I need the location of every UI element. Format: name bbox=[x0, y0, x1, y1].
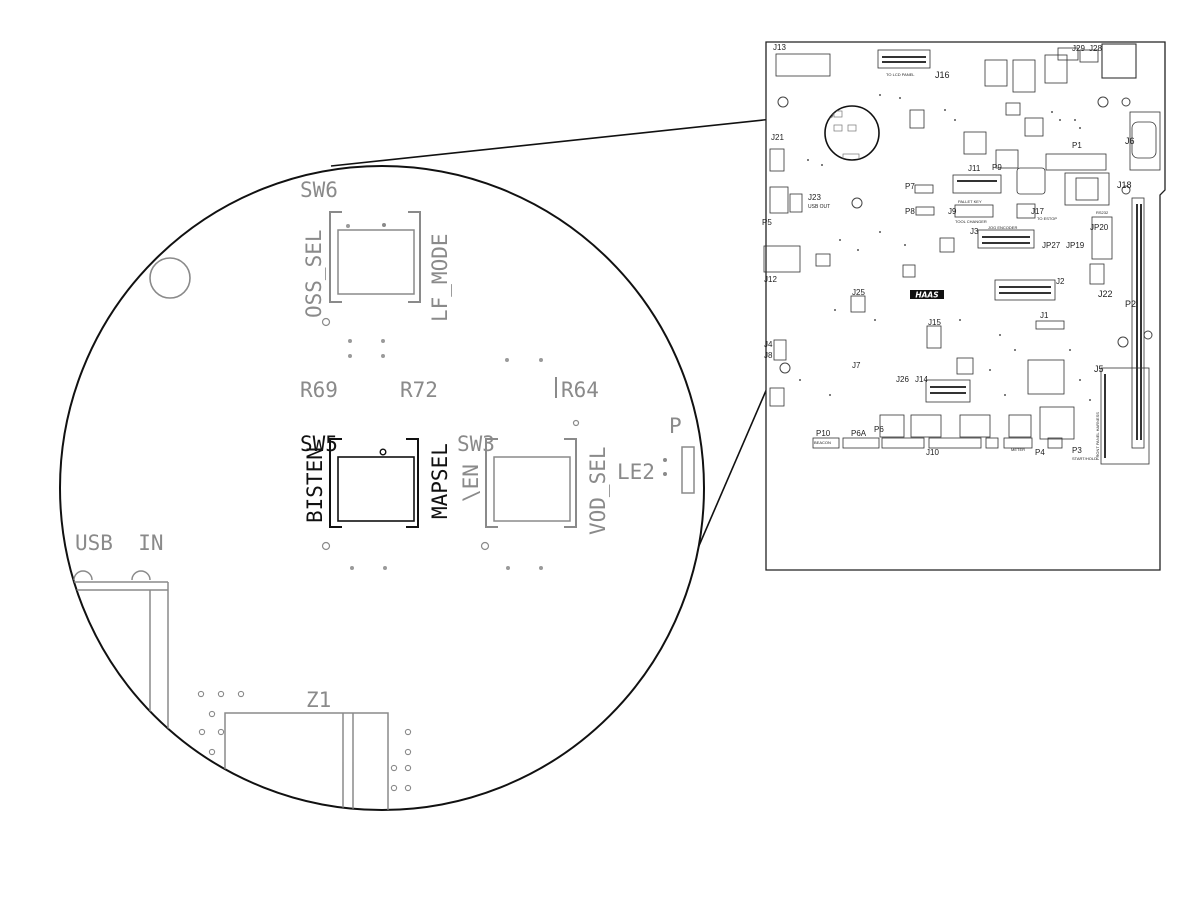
label-j10: J10 bbox=[926, 448, 939, 457]
sw3-label: SW3 bbox=[457, 432, 495, 456]
vod-sel-label: VOD_SEL bbox=[586, 446, 610, 535]
board-pin-rows bbox=[882, 56, 1142, 458]
label-p8: P8 bbox=[905, 207, 915, 216]
board-components bbox=[763, 43, 1161, 465]
label-front-panel-harness: FRONT PANEL HARNESS bbox=[1095, 412, 1100, 460]
label-rs232: RS232 bbox=[1096, 210, 1109, 215]
board-tiny-pads bbox=[799, 94, 1091, 401]
label-j16: J16 bbox=[935, 70, 950, 80]
label-j29: J29 bbox=[1072, 44, 1085, 53]
sw6-corner-dot bbox=[321, 317, 331, 327]
label-p6a: P6A bbox=[851, 429, 867, 438]
label-j26: J26 bbox=[896, 375, 909, 384]
label-jp19: JP19 bbox=[1066, 241, 1085, 250]
label-j17: J17 bbox=[1031, 207, 1044, 216]
label-to-estop: TO ESTOP bbox=[1037, 216, 1057, 221]
z1-label: Z1 bbox=[306, 688, 331, 712]
label-j9: J9 bbox=[948, 207, 957, 216]
label-p2: P2 bbox=[1125, 299, 1136, 309]
le2-part bbox=[681, 446, 695, 494]
label-to-lcd-panel: TO LCD PANEL bbox=[886, 72, 915, 77]
label-j12: J12 bbox=[764, 275, 777, 284]
sw5-corner-dot bbox=[321, 541, 331, 551]
sw3-pin1 bbox=[572, 419, 580, 427]
r72-label: R72 bbox=[400, 378, 438, 402]
label-j11: J11 bbox=[968, 164, 981, 173]
label-tool-changer: TOOL CHANGER bbox=[955, 219, 987, 224]
en-label: \EN bbox=[459, 464, 483, 502]
label-meter: METER bbox=[1011, 447, 1025, 452]
le2-label: LE2 bbox=[617, 460, 655, 484]
sw5-pin1 bbox=[379, 448, 387, 456]
z1-vias bbox=[197, 690, 412, 792]
haas-logo: HAAS bbox=[910, 290, 944, 300]
label-j28: J28 bbox=[1089, 44, 1102, 53]
sw3-corner-dot bbox=[480, 541, 490, 551]
label-p5: P5 bbox=[762, 218, 772, 227]
label-jp20: JP20 bbox=[1090, 223, 1109, 232]
usb-in-label: USB IN bbox=[75, 531, 164, 555]
label-j7: J7 bbox=[852, 361, 861, 370]
label-j21: J21 bbox=[771, 133, 784, 142]
label-p1: P1 bbox=[1072, 141, 1082, 150]
label-j5: J5 bbox=[1094, 364, 1104, 374]
p-label: P bbox=[669, 414, 682, 438]
board-outline bbox=[765, 41, 1166, 571]
sw6-label: SW6 bbox=[300, 178, 338, 202]
label-start-hold: START/HOLD bbox=[1072, 456, 1097, 461]
lf-mode-label: LF_MODE bbox=[428, 233, 452, 322]
label-j2: J2 bbox=[1056, 277, 1065, 286]
label-j8: J8 bbox=[764, 351, 773, 360]
le2-pad-2 bbox=[663, 472, 667, 476]
label-p9: P9 bbox=[992, 163, 1002, 172]
label-j14: J14 bbox=[915, 375, 928, 384]
label-usb-out: USB OUT bbox=[808, 204, 830, 210]
label-p3: P3 bbox=[1072, 446, 1082, 455]
callout-line-top bbox=[330, 112, 830, 167]
oss-sel-label: OSS_SEL bbox=[302, 229, 326, 318]
label-p6: P6 bbox=[874, 425, 884, 434]
zoom-circle bbox=[59, 165, 705, 811]
haas-logo-text: HAAS bbox=[915, 291, 938, 300]
le2-pad bbox=[663, 458, 667, 462]
zoom-source-circle bbox=[824, 105, 880, 161]
label-j25: J25 bbox=[852, 288, 865, 297]
label-jp27: JP27 bbox=[1042, 241, 1061, 250]
mapsel-label: MAPSEL bbox=[428, 443, 452, 519]
r69-label: R69 bbox=[300, 378, 338, 402]
label-j4: J4 bbox=[764, 340, 773, 349]
pcb-board: HAAS J13 J16 J29 J28 J21 J6 P1 J11 P9 J1… bbox=[762, 41, 1166, 571]
label-j6: J6 bbox=[1125, 136, 1135, 146]
via-dots bbox=[346, 224, 543, 570]
label-beacon: BEACON bbox=[814, 440, 831, 445]
label-j23: J23 bbox=[808, 193, 821, 202]
label-p10: P10 bbox=[816, 429, 831, 438]
sw6-switch bbox=[329, 211, 421, 303]
board-mounting-holes bbox=[777, 96, 1153, 374]
label-j3: J3 bbox=[970, 227, 979, 236]
label-p7: P7 bbox=[905, 182, 915, 191]
label-j22: J22 bbox=[1098, 289, 1113, 299]
label-pallet-key: PALLET KEY bbox=[958, 199, 982, 204]
board-labels: J13 J16 J29 J28 J21 J6 P1 J11 P9 J18 P7 … bbox=[762, 43, 1136, 461]
sw3-switch bbox=[485, 438, 577, 528]
label-j15: J15 bbox=[928, 318, 941, 327]
sw5-label: SW5 bbox=[300, 432, 338, 456]
r64-label: R64 bbox=[561, 378, 599, 402]
label-j18: J18 bbox=[1117, 180, 1132, 190]
bisten-label: BISTEN bbox=[303, 447, 327, 523]
label-p4: P4 bbox=[1035, 448, 1045, 457]
sw5-switch bbox=[329, 438, 419, 528]
zoom-content: SW6 OSS_SEL LF_MODE R69 R72 R64 SW5 BIST… bbox=[60, 178, 695, 810]
label-j13: J13 bbox=[773, 43, 786, 52]
label-j1: J1 bbox=[1040, 311, 1049, 320]
zoom-mounting-hole bbox=[149, 257, 191, 299]
label-jog-encoder: JOG ENCODER bbox=[988, 225, 1017, 230]
sw6-pin1 bbox=[382, 223, 386, 227]
